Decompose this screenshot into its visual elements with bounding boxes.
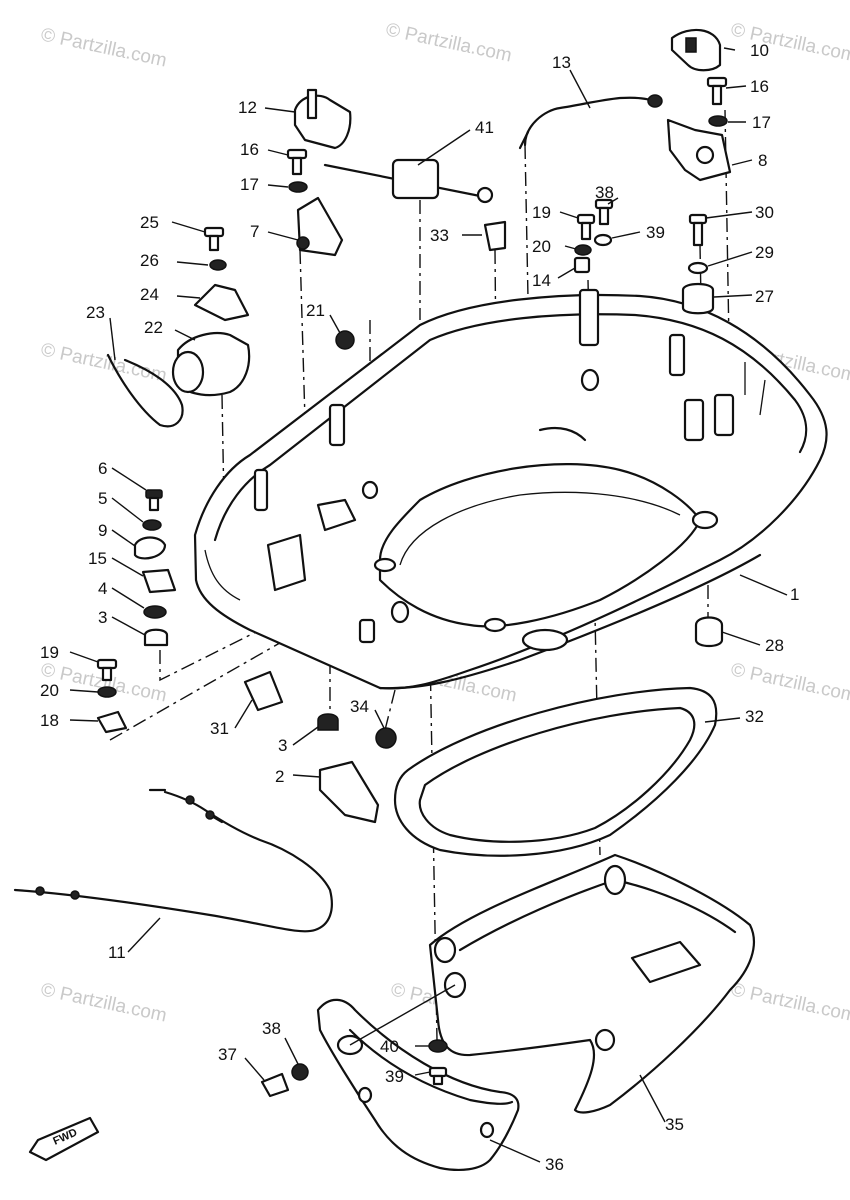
watermark: © Partzilla.com — [39, 24, 169, 71]
part-number-label: 11 — [108, 943, 126, 962]
part-number-label: 17 — [240, 175, 259, 194]
cable-11 — [13, 788, 333, 933]
part-number-label: 7 — [250, 222, 259, 241]
part-number-label: 12 — [238, 98, 257, 117]
part-number-label: 27 — [755, 287, 774, 306]
part-number-label: 38 — [262, 1019, 281, 1038]
part-number-label: 2 — [275, 767, 284, 786]
part-number-label: 17 — [752, 113, 771, 132]
part-number-labels: 1 2 3 3 4 5 6 7 8 9 10 11 12 13 14 15 16… — [40, 41, 799, 1174]
cowling-seal — [393, 686, 718, 857]
part-number-label: 31 — [210, 719, 229, 738]
part-number-label: 28 — [765, 636, 784, 655]
watermark: © Partzilla.com — [39, 979, 169, 1026]
part-number-label: 23 — [86, 303, 105, 322]
part-number-label: 3 — [98, 608, 107, 627]
part-number-label: 34 — [350, 697, 369, 716]
part-number-label: 15 — [88, 549, 107, 568]
watermark: © Partzilla.com — [729, 19, 850, 66]
part-number-label: 33 — [430, 226, 449, 245]
part-number-label: 22 — [144, 318, 163, 337]
part-number-label: 9 — [98, 521, 107, 540]
part-number-label: 19 — [40, 643, 59, 662]
part-number-label: 4 — [98, 579, 107, 598]
lower-cover-36 — [316, 998, 520, 1171]
watermark: © Partzilla.com — [729, 659, 850, 706]
watermark: © Partzilla.com — [384, 19, 514, 66]
part-number-label: 14 — [532, 271, 551, 290]
part-number-label: 40 — [380, 1037, 399, 1056]
bottom-cowling — [193, 288, 828, 690]
part-number-label: 21 — [306, 301, 325, 320]
leader-lines — [69, 47, 788, 1163]
part-number-label: 5 — [98, 489, 107, 508]
part-number-label: 20 — [40, 681, 59, 700]
part-number-label: 6 — [98, 459, 107, 478]
part-number-label: 19 — [532, 203, 551, 222]
part-number-label: 3 — [278, 736, 287, 755]
part-number-label: 1 — [790, 585, 799, 604]
part-number-label: 20 — [532, 237, 551, 256]
part-number-label: 37 — [218, 1045, 237, 1064]
watermark: © Partzilla.com — [39, 339, 169, 386]
part-number-label: 13 — [552, 53, 571, 72]
part-number-label: 8 — [758, 151, 767, 170]
part-number-label: 32 — [745, 707, 764, 726]
part-number-label: 10 — [750, 41, 769, 60]
part-number-label: 26 — [140, 251, 159, 270]
part-number-label: 29 — [755, 243, 774, 262]
part-number-label: 36 — [545, 1155, 564, 1174]
watermark: © Partzilla.com — [729, 979, 850, 1026]
fwd-arrow-icon: FWD — [28, 1116, 100, 1162]
part-number-label: 25 — [140, 213, 159, 232]
part-number-label: 30 — [755, 203, 774, 222]
part-number-label: 39 — [646, 223, 665, 242]
part-number-label: 16 — [750, 77, 769, 96]
part-number-label: 41 — [475, 118, 494, 137]
part-number-label: 24 — [140, 285, 159, 304]
part-number-label: 38 — [595, 183, 614, 202]
part-number-label: 18 — [40, 711, 59, 730]
part-number-label: 35 — [665, 1115, 684, 1134]
hardware-parts — [96, 28, 732, 1098]
lower-cover-35 — [428, 853, 755, 1114]
part-number-label: 39 — [385, 1067, 404, 1086]
part-number-label: 16 — [240, 140, 259, 159]
